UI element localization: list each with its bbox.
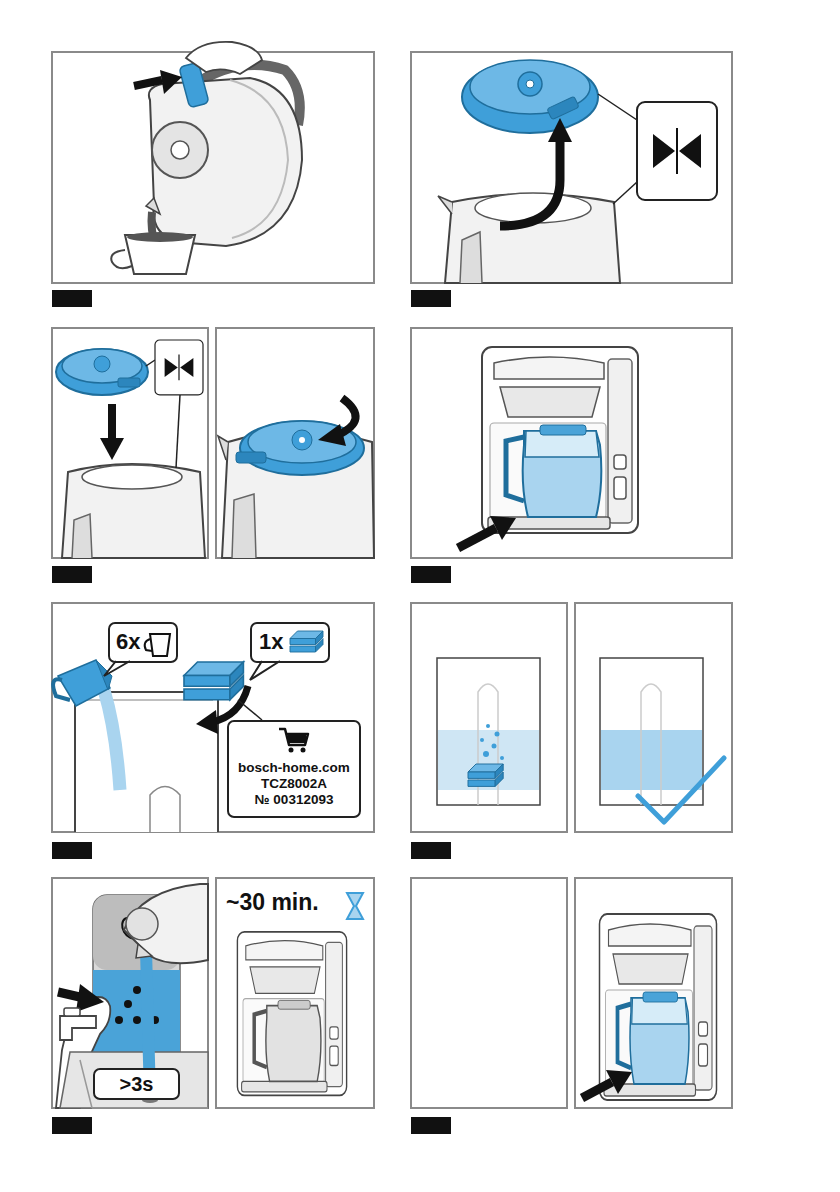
speech-bubble: 6x (108, 622, 178, 663)
node-text: >3s (120, 1072, 154, 1096)
lid-removal (438, 60, 717, 283)
cartridge-dissolving (437, 658, 724, 822)
node-text: 6x (116, 629, 140, 655)
node-text: TCZ8002A (261, 776, 327, 792)
descale-button (56, 893, 363, 1108)
node-text: bosch-home.com (238, 760, 350, 776)
lid-twist (218, 398, 374, 558)
panel-frames (52, 52, 732, 1108)
lid-insert (56, 340, 205, 558)
node-text: 1x (259, 629, 283, 655)
node-text: № 00312093 (255, 792, 334, 808)
time-label: ~30 min. (226, 889, 319, 916)
rinse-jug (60, 884, 717, 1108)
shop-callout: bosch-home.comTCZ8002A№ 00312093 (227, 720, 361, 818)
fill-tank (53, 622, 361, 832)
speech-bubble: 1x (250, 622, 330, 663)
step-tags (52, 290, 451, 1134)
machine-insert-jug (458, 347, 638, 548)
duration-box: >3s (93, 1068, 180, 1100)
pouring-jug (111, 42, 302, 274)
